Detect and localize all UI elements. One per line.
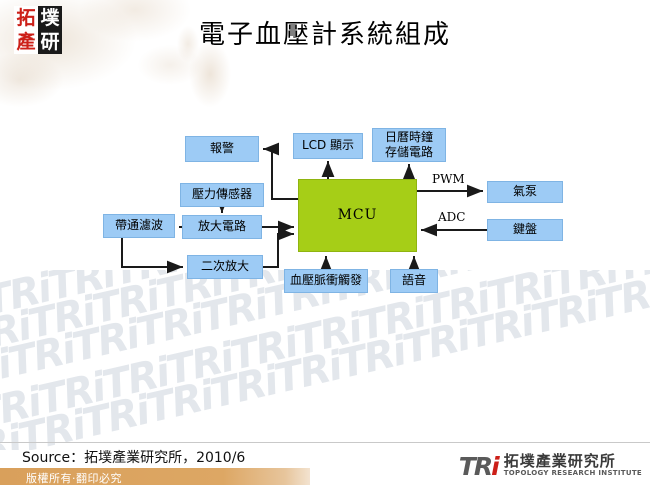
node-bandpass-filter[interactable]: 帶通濾波 [103,214,175,238]
node-alarm[interactable]: 報警 [185,136,259,162]
page-title: 電子血壓計系統組成 [198,20,451,50]
edge-label-pwm: PWM [432,172,465,186]
node-mcu[interactable]: MCU [298,179,417,252]
node-air-pump[interactable]: 氣泵 [487,181,563,203]
logo-char-yan: 研 [38,30,62,54]
node-amplifier-circuit[interactable]: 放大電路 [182,215,262,239]
node-voice[interactable]: 語音 [390,269,438,293]
node-pressure-sensor[interactable]: 壓力傳感器 [180,183,264,207]
source-note: Source：拓墣產業研究所，2010/6 [22,450,246,466]
node-secondary-amplifier[interactable]: 二次放大 [187,255,263,279]
tri-corner-logo: 拓 墣 產 研 [14,6,62,54]
tri-logo-text: 拓墣產業研究所 TOPOLOGY RESEARCH INSTITUTE [504,454,642,477]
tri-name-en: TOPOLOGY RESEARCH INSTITUTE [503,469,642,478]
copyright-text: 版權所有‧翻印必究 [26,472,122,485]
node-lcd-display[interactable]: LCD 顯示 [293,133,363,159]
footer-divider [0,442,650,443]
copyright-bar: 版權所有‧翻印必究 [0,468,310,485]
node-bp-pulse-trigger[interactable]: 血壓脈衝觸發 [284,269,368,293]
node-keypad[interactable]: 鍵盤 [487,219,563,241]
logo-char-pu: 墣 [38,6,62,30]
logo-char-tuo: 拓 [14,6,38,30]
node-calendar-clock-storage[interactable]: 日曆時鐘 存儲電路 [372,128,446,162]
logo-char-chan: 產 [14,30,38,54]
edge-label-adc: ADC [438,210,466,224]
tri-wordmark: TRi [458,451,500,481]
tri-footer-logo: TRi 拓墣產業研究所 TOPOLOGY RESEARCH INSTITUTE [459,452,642,480]
tri-name-cn: 拓墣產業研究所 [503,452,616,471]
